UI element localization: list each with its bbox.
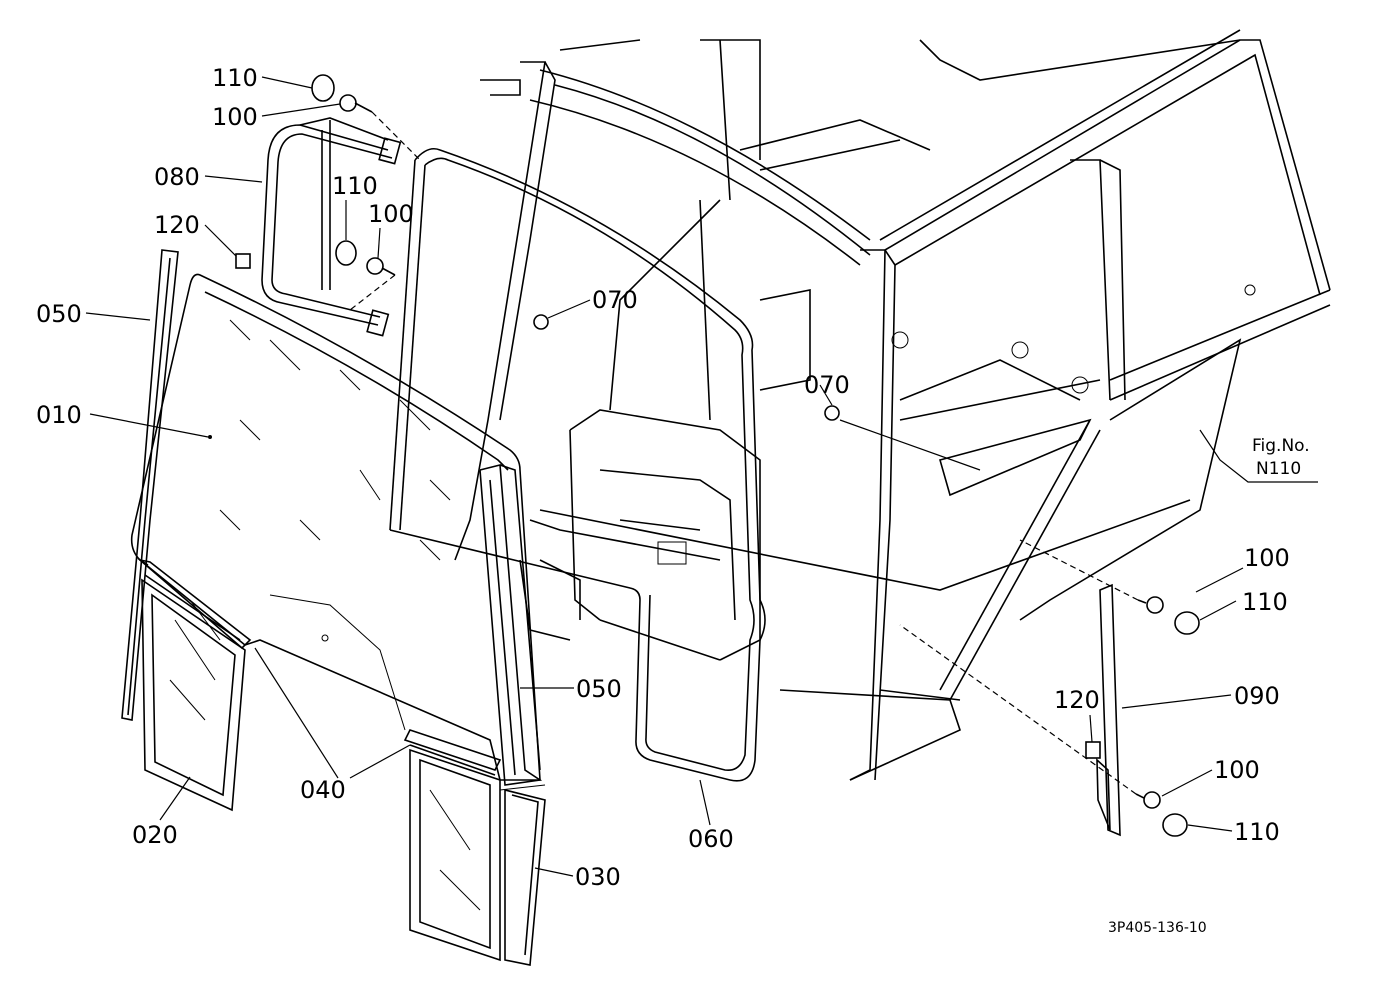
callout-050-left: 050 (36, 300, 82, 328)
cab-frame (454, 29, 1331, 781)
hardware-caps-bolts (235, 74, 1200, 837)
callout-050-right: 050 (576, 675, 622, 703)
callout-070-lower: 070 (804, 371, 850, 399)
part-040-channels (137, 558, 502, 776)
callout-100-top: 100 (212, 103, 258, 131)
callout-070-upper: 070 (592, 286, 638, 314)
part-050-side-seals (121, 249, 543, 786)
leader-lines (85, 76, 1318, 877)
callout-100-right-top: 100 (1244, 544, 1290, 572)
part-030-lower-glass (409, 748, 546, 966)
callout-010: 010 (36, 401, 82, 429)
fig-no-label: Fig.No. (1252, 436, 1310, 456)
part-090-strap (1096, 583, 1121, 837)
drawing-code: 3P405-136-10 (1108, 920, 1207, 936)
callout-100-mid: 100 (368, 200, 414, 228)
callout-110-right-top: 110 (1242, 588, 1288, 616)
callout-120-right: 120 (1054, 686, 1100, 714)
callout-030: 030 (575, 863, 621, 891)
callout-110-mid: 110 (332, 172, 378, 200)
part-010-glass (130, 273, 541, 781)
callout-100-right-bottom: 100 (1214, 756, 1260, 784)
callout-060: 060 (688, 825, 734, 853)
part-060-weatherstrip (389, 147, 766, 782)
part-020-lower-glass (141, 578, 246, 812)
callout-090: 090 (1234, 682, 1280, 710)
callout-110-top: 110 (212, 64, 258, 92)
part-080-grab-handle (261, 117, 402, 337)
callout-080: 080 (154, 163, 200, 191)
callout-120-left: 120 (154, 211, 200, 239)
callout-020: 020 (132, 821, 178, 849)
callout-110-right-bottom: 110 (1234, 818, 1280, 846)
fig-no-value: N110 (1256, 459, 1302, 479)
callout-040: 040 (300, 776, 346, 804)
